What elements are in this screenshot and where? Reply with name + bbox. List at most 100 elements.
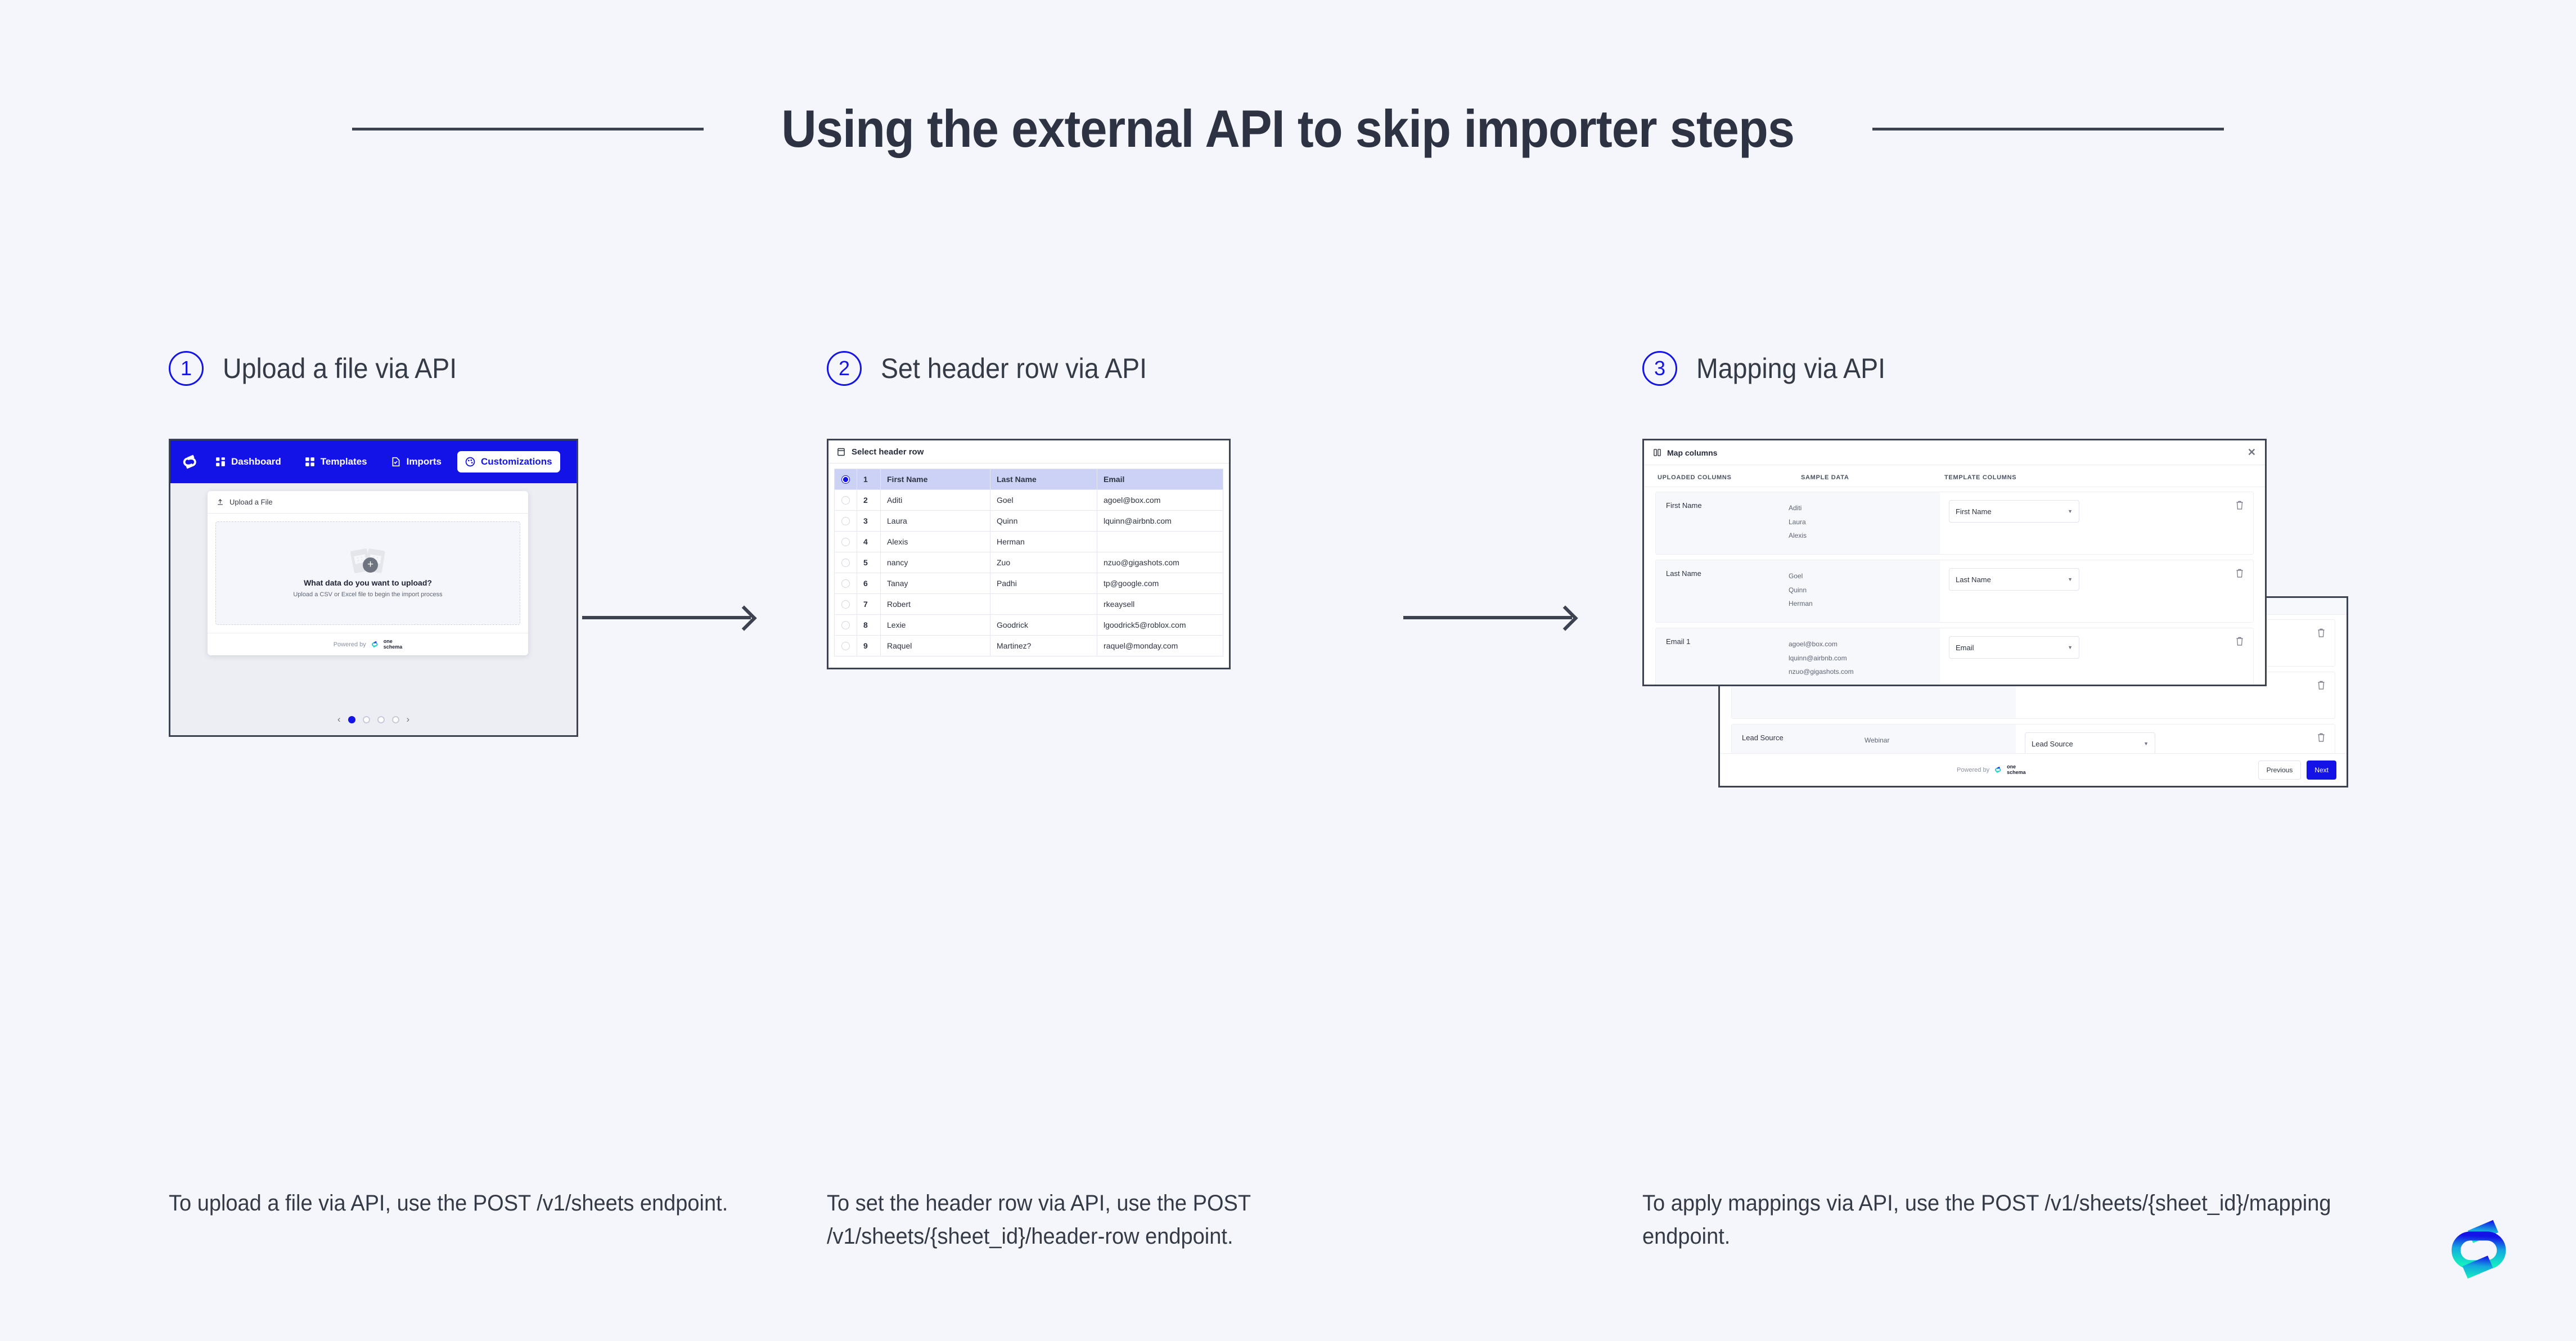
nav-item-customizations[interactable]: Customizations	[457, 451, 560, 472]
document-icon	[392, 457, 400, 467]
map-column-headers: UPLOADED COLUMNS SAMPLE DATA TEMPLATE CO…	[1644, 465, 2265, 487]
row-radio-cell[interactable]	[834, 614, 857, 636]
app-navbar: Dashboard Templates	[170, 440, 577, 483]
carousel-pager: ‹ ›	[170, 714, 577, 725]
chevron-left-icon[interactable]: ‹	[337, 714, 341, 724]
template-column-select[interactable]: Last Name ▼	[1949, 568, 2079, 591]
app-body: Upload a File + What data do you want to…	[170, 483, 577, 735]
step-lead-text-1: To upload a file via API, use the POST /…	[169, 1191, 728, 1216]
cell-last: Zuo	[990, 552, 1097, 573]
radio-selected-icon[interactable]	[841, 475, 850, 484]
table-row[interactable]: 5 nancy Zuo nzuo@gigashots.com	[834, 552, 1223, 573]
cell-email: nzuo@gigashots.com	[1097, 552, 1223, 573]
mr-left: Email 1 agoel@box.com lquinn@airbnb.com …	[1656, 628, 1940, 685]
row-radio-cell[interactable]	[834, 531, 857, 552]
table-row[interactable]: 6 Tanay Padhi tp@google.com	[834, 573, 1223, 594]
title-rule-left	[352, 127, 704, 130]
nav-item-label: Templates	[320, 456, 367, 467]
col-header-sample: SAMPLE DATA	[1801, 474, 1849, 481]
brand-line-2: schema	[2007, 769, 2026, 775]
cell-last: Herman	[990, 531, 1097, 552]
mr-right: Email ▼	[1940, 628, 2253, 685]
row-number: 2	[857, 489, 881, 511]
step-header-2: 2 Set header row via API	[827, 349, 1496, 388]
trash-icon[interactable]	[2235, 500, 2244, 510]
table-row[interactable]: 8 Lexie Goodrick lgoodrick5@roblox.com	[834, 614, 1223, 636]
pager-dot-1[interactable]	[348, 716, 355, 723]
pager-dot-4[interactable]	[391, 716, 399, 723]
trash-icon[interactable]	[2235, 568, 2244, 578]
cell-last: Goel	[990, 489, 1097, 511]
row-radio-cell[interactable]	[834, 593, 857, 615]
row-number: 9	[857, 635, 881, 656]
sample-data: agoel@box.com lquinn@airbnb.com nzuo@gig…	[1789, 637, 1854, 685]
template-column-select[interactable]: Email ▼	[1949, 636, 2079, 659]
chevron-right-icon[interactable]: ›	[406, 714, 410, 724]
row-radio-cell[interactable]	[834, 552, 857, 573]
step-lead-text-3: To apply mappings via API, use the POST …	[1642, 1191, 2331, 1249]
cell-last: Padhi	[990, 573, 1097, 594]
pager-dot-2[interactable]	[362, 716, 370, 723]
table-row[interactable]: 3 Laura Quinn lquinn@airbnb.com	[834, 510, 1223, 532]
step-number-badge-3: 3	[1642, 351, 1677, 386]
table-icon	[837, 448, 845, 456]
file-dropzone[interactable]: + What data do you want to upload? Uploa…	[215, 521, 520, 625]
uploaded-column-name: Lead Source	[1742, 734, 1784, 742]
cell-last: Martinez?	[990, 635, 1097, 656]
table-row[interactable]: 2 Aditi Goel agoel@box.com	[834, 489, 1223, 511]
grid-icon	[216, 457, 225, 466]
step-column-1: 1 Upload a file via API	[169, 349, 832, 1216]
next-button[interactable]: Next	[2307, 760, 2336, 780]
trash-icon[interactable]	[2317, 680, 2326, 690]
mr-right	[2016, 672, 2335, 718]
radio-icon[interactable]	[841, 600, 850, 609]
close-icon[interactable]: ✕	[2247, 447, 2256, 458]
header-row-table-scroll[interactable]: 1 First Name Last Name Email 2 Aditi Goe…	[828, 464, 1229, 668]
previous-button[interactable]: Previous	[2258, 760, 2302, 780]
pager-dot-3[interactable]	[377, 716, 385, 723]
row-radio-cell[interactable]	[834, 510, 857, 532]
table-row[interactable]: 4 Alexis Herman	[834, 531, 1223, 552]
cell-last: Goodrick	[990, 614, 1097, 636]
step-column-2: 2 Set header row via API Select header r…	[827, 349, 1496, 1249]
chevron-down-icon: ▼	[2143, 741, 2149, 746]
nav-item-dashboard[interactable]: Dashboard	[208, 451, 289, 472]
radio-icon[interactable]	[841, 579, 850, 588]
trash-icon[interactable]	[2235, 636, 2244, 646]
sample-value: Herman	[1789, 600, 1813, 608]
map-row: Last Name Goel Quinn Herman Last Name ▼	[1655, 560, 2254, 623]
table-row[interactable]: 7 Robert rkeaysell	[834, 593, 1223, 615]
header-row-table: 1 First Name Last Name Email 2 Aditi Goe…	[834, 469, 1223, 656]
table-row[interactable]: 1 First Name Last Name Email	[834, 469, 1223, 490]
radio-icon[interactable]	[841, 517, 850, 526]
radio-icon[interactable]	[841, 538, 850, 547]
nav-item-templates[interactable]: Templates	[297, 451, 375, 472]
cell-first: Raquel	[880, 635, 990, 656]
row-radio-cell[interactable]	[834, 469, 857, 490]
app-window: Dashboard Templates	[169, 439, 578, 737]
radio-icon[interactable]	[841, 621, 850, 630]
table-row[interactable]: 9 Raquel Martinez? raquel@monday.com	[834, 635, 1223, 656]
template-column-select[interactable]: Lead Source ▼	[2025, 732, 2155, 753]
trash-icon[interactable]	[2317, 628, 2326, 638]
radio-icon[interactable]	[841, 496, 850, 505]
template-column-select[interactable]: First Name ▼	[1949, 500, 2079, 523]
cell-first: Laura	[880, 510, 990, 532]
cell-first: Tanay	[880, 573, 990, 594]
row-radio-cell[interactable]	[834, 573, 857, 594]
row-radio-cell[interactable]	[834, 489, 857, 511]
sample-value: nzuo@gigashots.com	[1789, 668, 1854, 676]
radio-icon[interactable]	[841, 559, 850, 568]
row-radio-cell[interactable]	[834, 635, 857, 656]
upload-panel-title: Upload a File	[229, 498, 273, 506]
cell-email: Email	[1097, 469, 1223, 490]
radio-icon[interactable]	[841, 642, 850, 651]
nav-item-label: Customizations	[480, 456, 552, 467]
trash-icon[interactable]	[2317, 732, 2326, 742]
step-column-3: 3 Mapping via API	[1642, 349, 2447, 1249]
map-rows: First Name Aditi Laura Alexis First Name…	[1644, 487, 2265, 685]
template-column-value: Email	[1956, 643, 1974, 652]
nav-item-imports[interactable]: Imports	[383, 451, 449, 472]
cell-email: lquinn@airbnb.com	[1097, 510, 1223, 532]
uploaded-column-name: First Name	[1666, 501, 1702, 510]
